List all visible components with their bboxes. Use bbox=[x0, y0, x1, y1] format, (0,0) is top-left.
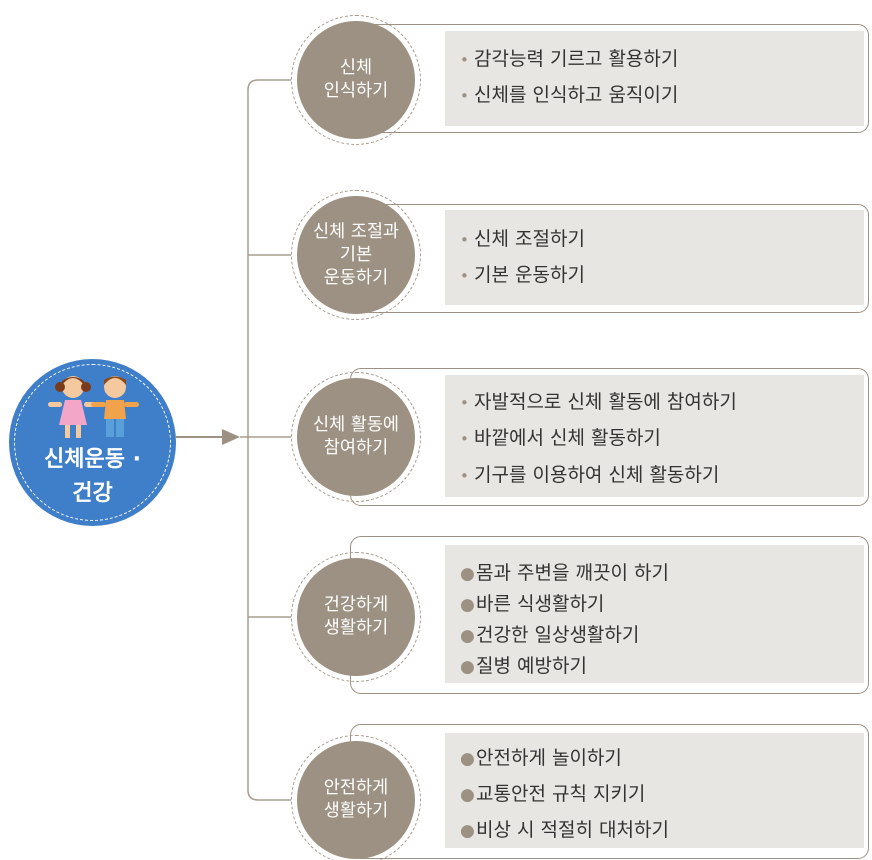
bullet-icon: • bbox=[460, 87, 469, 105]
center-title: 신체운동 · 건강 bbox=[44, 447, 141, 506]
item-panel bbox=[445, 210, 864, 305]
list-item-text: 교통안전 규칙 지키기 bbox=[476, 783, 646, 805]
category-node-fill: 안전하게 생활하기 bbox=[297, 741, 415, 859]
category-node: 건강하게 생활하기 bbox=[291, 552, 421, 682]
list-item-text: 신체 조절하기 bbox=[474, 228, 585, 250]
bullet-icon: ● bbox=[460, 595, 475, 615]
list-item-text: 감각능력 기르고 활용하기 bbox=[474, 48, 679, 70]
two-children-icon bbox=[48, 376, 139, 438]
bullet-icon: • bbox=[460, 267, 469, 285]
list-item-text: 기구를 이용하여 신체 활동하기 bbox=[474, 464, 720, 486]
list-item-text: 안전하게 놀이하기 bbox=[476, 747, 622, 769]
category-node-fill: 신체 조절과 기본 운동하기 bbox=[297, 196, 415, 314]
category-node-fill: 신체 활동에 참여하기 bbox=[297, 378, 415, 496]
list-item: • 신체 조절하기 bbox=[460, 226, 585, 253]
trunk-line bbox=[247, 79, 291, 801]
bullet-icon: • bbox=[460, 394, 469, 412]
center-node: 신체운동 · 건강 bbox=[9, 359, 176, 526]
list-item: ●비상 시 적절히 대처하기 bbox=[460, 817, 669, 844]
arrow-head-icon bbox=[222, 429, 240, 445]
bullet-icon: ● bbox=[460, 785, 475, 805]
category-node-fill: 신체 인식하기 bbox=[297, 21, 415, 139]
category-label: 신체 인식하기 bbox=[323, 58, 389, 101]
list-item: • 감각능력 기르고 활용하기 bbox=[460, 46, 678, 73]
list-item-text: 바른 식생활하기 bbox=[476, 593, 605, 615]
list-item: ●교통안전 규칙 지키기 bbox=[460, 781, 645, 808]
item-panel bbox=[445, 375, 864, 497]
list-item: ●몸과 주변을 깨끗이 하기 bbox=[460, 560, 669, 587]
list-item: ●안전하게 놀이하기 bbox=[460, 745, 622, 772]
list-item-text: 비상 시 적절히 대처하기 bbox=[476, 819, 669, 841]
list-item-text: 신체를 인식하고 움직이기 bbox=[474, 84, 679, 106]
bullet-icon: ● bbox=[460, 821, 475, 841]
category-node: 안전하게 생활하기 bbox=[291, 735, 421, 860]
center-dashed-ring bbox=[14, 364, 171, 521]
list-item: ●건강한 일상생활하기 bbox=[460, 622, 639, 649]
list-item-text: 건강한 일상생활하기 bbox=[476, 624, 640, 646]
bullet-icon: ● bbox=[460, 626, 475, 646]
list-item-text: 자발적으로 신체 활동에 참여하기 bbox=[474, 391, 737, 413]
bullet-icon: ● bbox=[460, 657, 475, 677]
category-label: 신체 활동에 참여하기 bbox=[312, 415, 400, 458]
list-item: • 기본 운동하기 bbox=[460, 262, 585, 289]
category-node: 신체 인식하기 bbox=[291, 15, 421, 145]
list-item: • 기구를 이용하여 신체 활동하기 bbox=[460, 462, 719, 489]
list-item-text: 바깥에서 신체 활동하기 bbox=[474, 427, 661, 449]
category-node: 신체 활동에 참여하기 bbox=[291, 372, 421, 502]
list-item-text: 질병 예방하기 bbox=[476, 655, 587, 677]
bullet-icon: • bbox=[460, 467, 469, 485]
item-panel bbox=[445, 545, 864, 683]
bullet-icon: ● bbox=[460, 749, 475, 769]
category-label: 신체 조절과 기본 운동하기 bbox=[312, 221, 400, 288]
list-item: ●바른 식생활하기 bbox=[460, 591, 604, 618]
item-panel bbox=[445, 733, 864, 848]
list-item: ●질병 예방하기 bbox=[460, 653, 587, 680]
category-label: 건강하게 생활하기 bbox=[323, 595, 389, 638]
bullet-icon: ● bbox=[460, 564, 475, 584]
list-item: • 신체를 인식하고 움직이기 bbox=[460, 82, 678, 109]
category-node-fill: 건강하게 생활하기 bbox=[297, 558, 415, 676]
category-label: 안전하게 생활하기 bbox=[323, 778, 389, 821]
list-item-text: 몸과 주변을 깨끗이 하기 bbox=[476, 562, 669, 584]
category-node: 신체 조절과 기본 운동하기 bbox=[291, 190, 421, 320]
list-item: • 바깥에서 신체 활동하기 bbox=[460, 425, 661, 452]
bullet-icon: • bbox=[460, 430, 469, 448]
list-item: • 자발적으로 신체 활동에 참여하기 bbox=[460, 389, 737, 416]
bullet-icon: • bbox=[460, 231, 469, 249]
list-item-text: 기본 운동하기 bbox=[474, 264, 585, 286]
item-panel bbox=[445, 31, 864, 126]
bullet-icon: • bbox=[460, 51, 469, 69]
